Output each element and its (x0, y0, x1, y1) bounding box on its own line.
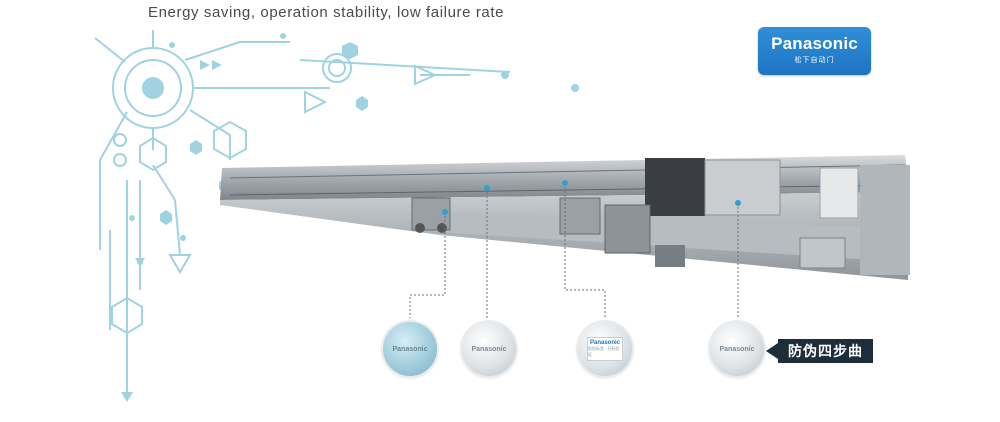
badge-metal: Panasonic (462, 322, 516, 376)
badge-label: Panasonic (471, 345, 507, 353)
badge-texture: Panasonic (383, 322, 437, 376)
carriage-left (411, 197, 451, 233)
end-bracket (799, 237, 846, 269)
tag-arrow-icon (766, 343, 778, 359)
carriage-right (559, 197, 685, 267)
badge-label: Panasonic (392, 345, 428, 353)
badge-label-card: Panasonic 防伪标签 · 扫码验证 (578, 322, 632, 376)
brand-logo: Panasonic 松下自动门 (758, 27, 871, 75)
drive-motor (645, 158, 910, 275)
badge-silver: Panasonic (710, 322, 764, 376)
circuit-graphic (94, 30, 579, 402)
badge-label: Panasonic (589, 340, 620, 346)
anti-counterfeit-tag: 防伪四步曲 (766, 339, 878, 363)
headline: Energy saving, operation stability, low … (148, 4, 505, 21)
badge-label: Panasonic (719, 345, 755, 353)
security-label: Panasonic 防伪标签 · 扫码验证 (587, 337, 623, 361)
brand-name: Panasonic (771, 34, 858, 53)
tag-text: 防伪四步曲 (778, 339, 873, 363)
badge-mini-text: 防伪标签 · 扫码验证 (588, 346, 620, 357)
brand-subtitle: 松下自动门 (794, 57, 835, 64)
